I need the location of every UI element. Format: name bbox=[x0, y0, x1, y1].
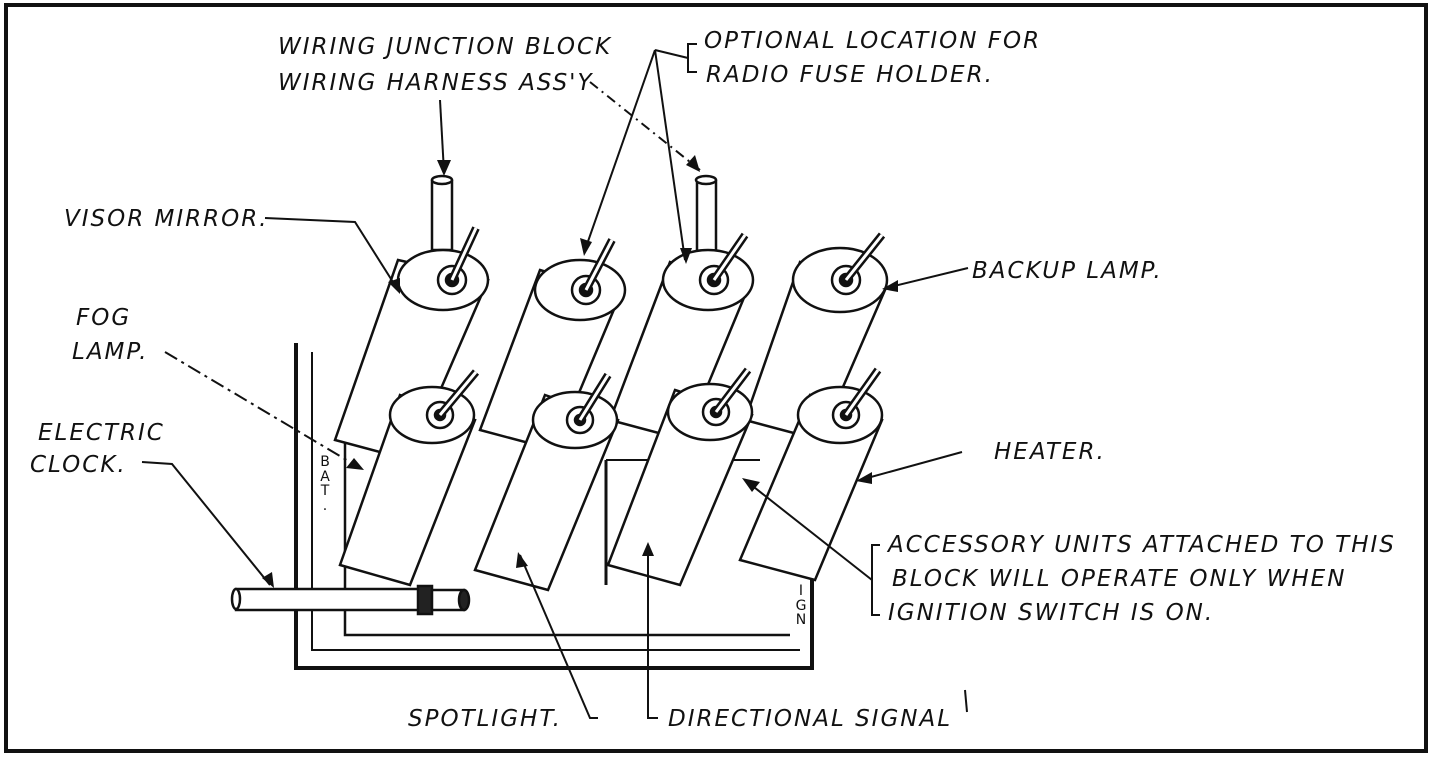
fuse-unit-visor-mirror bbox=[333, 226, 490, 462]
label-optional-location-line1: OPTIONAL LOCATION FOR bbox=[704, 28, 1042, 54]
arrowheads bbox=[262, 155, 898, 588]
label-accessory-note-line1: ACCESSORY UNITS ATTACHED TO THIS bbox=[888, 532, 1396, 558]
fuse-unit-optional-2 bbox=[608, 232, 755, 442]
label-directional-signal: DIRECTIONAL SIGNAL bbox=[668, 706, 953, 732]
label-visor-mirror: VISOR MIRROR. bbox=[64, 206, 269, 232]
leader-lines bbox=[141, 43, 969, 719]
label-backup-lamp: BACKUP LAMP. bbox=[972, 258, 1163, 284]
fuse-unit-heater bbox=[738, 367, 884, 582]
label-electric-clock-line1: ELECTRIC bbox=[38, 420, 165, 446]
label-wiring-harness-assy: WIRING HARNESS ASS'Y bbox=[278, 70, 594, 96]
label-accessory-note-line3: IGNITION SWITCH IS ON. bbox=[888, 600, 1215, 626]
label-optional-location-line2: RADIO FUSE HOLDER. bbox=[706, 62, 994, 88]
label-spotlight: SPOTLIGHT. bbox=[408, 706, 562, 732]
label-fog-lamp-line2: LAMP. bbox=[72, 339, 149, 365]
fuse-unit-optional-1 bbox=[478, 238, 627, 452]
label-wiring-junction-block: WIRING JUNCTION BLOCK bbox=[278, 34, 613, 60]
fuse-unit-spotlight bbox=[473, 372, 620, 592]
fuse-unit-backup-lamp bbox=[743, 232, 889, 442]
fuse-unit-fog-lamp bbox=[338, 369, 480, 587]
label-electric-clock-line2: CLOCK. bbox=[30, 452, 127, 478]
label-accessory-note-line2: BLOCK WILL OPERATE ONLY WHEN bbox=[892, 566, 1347, 592]
fuse-unit-directional-signal bbox=[606, 367, 754, 587]
diagram-border bbox=[4, 3, 1428, 753]
electric-clock-cable bbox=[230, 584, 471, 616]
harness-wires bbox=[430, 174, 718, 257]
label-heater: HEATER. bbox=[994, 439, 1106, 465]
label-fog-lamp-line1: FOG bbox=[76, 305, 132, 331]
